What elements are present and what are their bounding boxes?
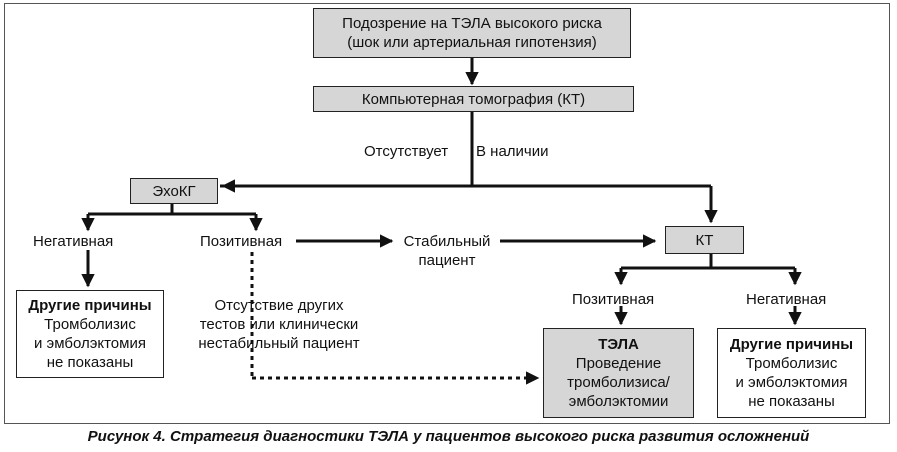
tela-line-1: Проведение xyxy=(575,355,662,372)
tela-box: ТЭЛА Проведение тромболизиса/ эмболэктом… xyxy=(543,328,694,418)
echo-box: ЭхоКГ xyxy=(130,178,218,204)
tela-line-3: эмболэктомии xyxy=(568,393,669,410)
other-causes-left-line-2: и эмболэктомия xyxy=(34,335,146,352)
suspicion-box: Подозрение на ТЭЛА высокого риска (шок и… xyxy=(313,8,631,58)
no-tests-line-2: тестов или клинически xyxy=(199,316,359,333)
label-kt-negative: Негативная xyxy=(746,291,827,308)
kt-box: КТ xyxy=(665,226,744,254)
suspicion-line-2: (шок или артериальная гипотензия) xyxy=(347,34,597,51)
no-tests-line-3: нестабильный пациент xyxy=(198,335,360,352)
kt-label: КТ xyxy=(695,231,714,249)
ct-box: Компьютерная томография (КТ) xyxy=(313,86,634,112)
label-kt-positive: Позитивная xyxy=(572,291,655,308)
label-no-other-tests: Отсутствие других тестов или клинически … xyxy=(186,296,372,353)
other-causes-right-line-2: и эмболэктомия xyxy=(735,374,848,391)
other-causes-left-box: Другие причины Тромболизис и эмболэктоми… xyxy=(16,290,164,378)
diagram-frame xyxy=(4,3,890,424)
label-echo-positive: Позитивная xyxy=(200,233,283,250)
no-tests-line-1: Отсутствие других xyxy=(214,297,344,314)
other-causes-left-title: Другие причины xyxy=(28,297,152,314)
echo-label: ЭхоКГ xyxy=(152,182,196,200)
ct-label: Компьютерная томография (КТ) xyxy=(361,90,586,108)
other-causes-right-line-3: не показаны xyxy=(748,393,835,410)
figure-caption: Рисунок 4. Стратегия диагностики ТЭЛА у … xyxy=(87,428,810,445)
label-stable-patient: Стабильный пациент xyxy=(392,232,502,270)
stable-line-1: Стабильный xyxy=(403,233,491,250)
other-causes-right-box: Другие причины Тромболизис и эмболэктоми… xyxy=(717,328,866,418)
other-causes-left-line-3: не показаны xyxy=(46,354,134,371)
tela-line-2: тромболизиса/ xyxy=(567,374,670,391)
stable-line-2: пациент xyxy=(418,252,476,269)
label-echo-negative: Негативная xyxy=(33,233,114,250)
label-present: В наличии xyxy=(476,143,549,160)
label-absent: Отсутствует xyxy=(364,143,449,160)
other-causes-right-title: Другие причины xyxy=(729,336,854,353)
other-causes-left-line-1: Тромболизис xyxy=(44,316,136,333)
suspicion-line-1: Подозрение на ТЭЛА высокого риска xyxy=(342,15,602,32)
other-causes-right-line-1: Тромболизис xyxy=(745,355,838,372)
tela-title: ТЭЛА xyxy=(598,336,639,353)
